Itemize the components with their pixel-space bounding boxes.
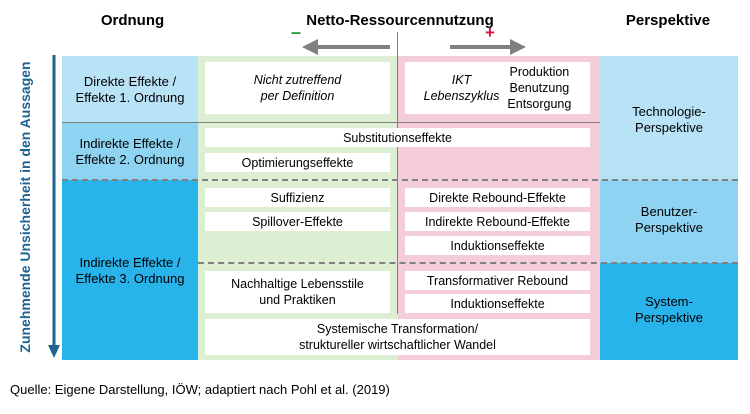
- box-substitutionseffekte: Substitutionseffekte: [205, 128, 590, 147]
- perspektive-label-system: System- Perspektive: [635, 294, 703, 325]
- perspektive-label-technologie: Technologie- Perspektive: [632, 104, 706, 135]
- ikt-phases: Produktion Benutzung Entsorgung: [507, 65, 572, 111]
- row-divider-1: [62, 122, 600, 123]
- plus-arrow-icon: [450, 39, 526, 55]
- perspektive-label-benutzer: Benutzer- Perspektive: [635, 204, 703, 235]
- box-spillover-effekte: Spillover-Effekte: [205, 212, 390, 231]
- perspektive-column-r2: [600, 180, 738, 263]
- box-systemische-transformation: Systemische Transformation/ strukturelle…: [205, 319, 590, 355]
- box-indirekte-rebound: Indirekte Rebound-Effekte: [405, 212, 590, 231]
- minus-arrow-icon: [302, 39, 390, 55]
- box-direkte-rebound: Direkte Rebound-Effekte: [405, 188, 590, 207]
- ordnung-label-1: Direkte Effekte / Effekte 1. Ordnung: [75, 74, 185, 105]
- uncertainty-label: Zunehmende Unsicherheit in den Aussagen: [17, 61, 33, 353]
- perspektive-column-r3: [600, 263, 738, 360]
- header-perspektive: Perspektive: [625, 12, 711, 29]
- perspektive-column-r1: [600, 56, 738, 180]
- row-divider-dashed-2: [198, 262, 738, 264]
- box-transformativer-rebound: Transformativer Rebound: [405, 271, 590, 290]
- row-divider-dashed-1: [62, 179, 738, 181]
- ikt-label: IKT Lebenszyklus: [423, 73, 500, 103]
- direction-arrows: [302, 39, 526, 55]
- ordnung-label-2: Indirekte Effekte / Effekte 2. Ordnung: [75, 136, 185, 167]
- box-induktionseffekte-1: Induktionseffekte: [405, 236, 590, 255]
- box-nicht-zutreffend: Nicht zutreffend per Definition: [205, 62, 390, 114]
- box-ikt-lebenszyklus: IKT Lebenszyklus Produktion Benutzung En…: [405, 62, 590, 114]
- ordnung-column-r3: [62, 180, 198, 360]
- box-induktionseffekte-2: Induktionseffekte: [405, 294, 590, 313]
- header-ordnung: Ordnung: [100, 12, 165, 29]
- plus-sign: +: [485, 23, 495, 42]
- source-caption: Quelle: Eigene Darstellung, IÖW; adaptie…: [10, 382, 390, 397]
- minus-sign: –: [291, 22, 302, 42]
- center-divider: [397, 32, 398, 314]
- box-optimierungseffekte: Optimierungseffekte: [205, 153, 390, 172]
- uncertainty-arrow-icon: [48, 55, 60, 358]
- ordnung-column-r2: [62, 123, 198, 180]
- ordnung-column-r1: [62, 56, 198, 123]
- box-suffizienz: Suffizienz: [205, 188, 390, 207]
- box-nachhaltige-lebensstile: Nachhaltige Lebensstile und Praktiken: [205, 271, 390, 313]
- ordnung-label-3: Indirekte Effekte / Effekte 3. Ordnung: [75, 255, 185, 286]
- header-netto-ressourcennutzung: Netto-Ressourcennutzung: [306, 12, 494, 29]
